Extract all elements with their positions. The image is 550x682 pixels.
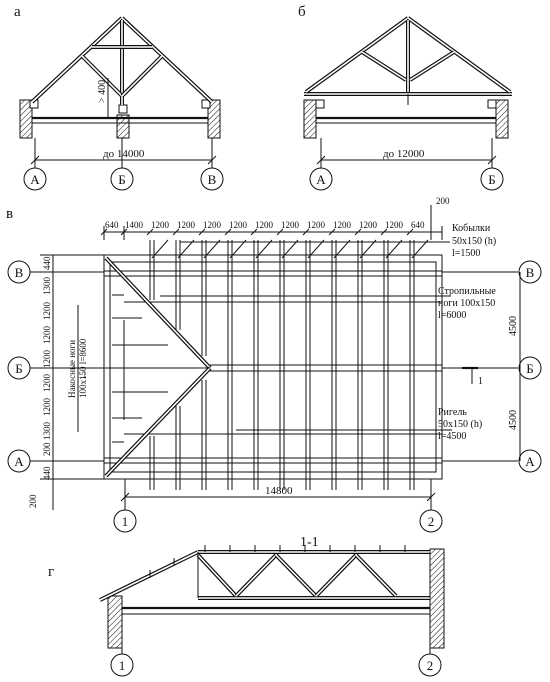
dim-400-label: > 400 xyxy=(97,80,108,103)
top-dim-8: 1200 xyxy=(307,220,326,230)
dim-right-upper: 4500 xyxy=(508,316,519,336)
top-dim-tick-0 xyxy=(100,228,108,236)
left-dim-2: 1200 xyxy=(42,302,52,321)
left-dim-0: 440 xyxy=(42,256,52,270)
axis-a-A: А xyxy=(30,172,40,187)
row-axis-left-V: В xyxy=(15,265,24,280)
left-dim-6: 1200 xyxy=(42,398,52,417)
top-dim-tick-8 xyxy=(302,228,310,236)
col-axis-1: 1 xyxy=(122,514,129,529)
top-dim-tick-3 xyxy=(172,228,180,236)
svg-text:l=6000: l=6000 xyxy=(438,310,466,321)
svg-text:50х150 (h): 50х150 (h) xyxy=(452,236,496,247)
axis-b-A: А xyxy=(316,172,326,187)
row-axis-right-B: Б xyxy=(526,361,533,376)
row-axis-right-A: А xyxy=(525,454,535,469)
row-axis-right-V: В xyxy=(526,265,535,280)
top-dim-tick-10 xyxy=(354,228,362,236)
top-dim-2: 1200 xyxy=(151,220,170,230)
left-dim-4: 1200 xyxy=(42,350,52,369)
top-dim-4: 1200 xyxy=(203,220,222,230)
dim-14800: 14800 xyxy=(265,485,293,497)
note-rafters: Стропильные ноги 100х150 l=6000 xyxy=(160,286,496,321)
left-dim-5: 1200 xyxy=(42,374,52,393)
row-axis-left-B: Б xyxy=(15,361,22,376)
top-dimension-labels: 640 1400 1200 1200 1200 1200 1200 1200 1200 1200 1… xyxy=(100,220,425,236)
axis-b-B: Б xyxy=(488,172,495,187)
top-dim-3: 1200 xyxy=(177,220,196,230)
svg-text:Ригель: Ригель xyxy=(438,407,467,418)
svg-text:↓: ↓ xyxy=(82,370,87,381)
top-dim-11: 1200 xyxy=(385,220,404,230)
axis-a-V: В xyxy=(208,172,217,187)
left-dim-7: 1300 xyxy=(42,422,52,441)
top-dim-tick-4 xyxy=(198,228,206,236)
left-dim-3: 1200 xyxy=(42,326,52,345)
top-dim-9: 1200 xyxy=(333,220,352,230)
hip-rafters xyxy=(104,256,212,478)
plan-horizontal-members xyxy=(104,270,442,464)
panel-v-label: в xyxy=(6,206,13,222)
kobylki-tails xyxy=(151,239,429,259)
top-dim-0: 640 xyxy=(105,220,119,230)
panel-g-section: 1-1 г xyxy=(48,535,445,677)
panel-g-label: г xyxy=(48,564,54,580)
top-dim-tick-5 xyxy=(224,228,232,236)
section-axis-1: 1 xyxy=(119,658,126,673)
panel-b-label: б xyxy=(298,4,306,20)
section-mark-right: 1 xyxy=(478,376,483,387)
span-label-a: до 14000 xyxy=(103,148,145,160)
panel-a-label: а xyxy=(14,4,21,20)
top-dim-tick-2 xyxy=(146,228,154,236)
top-dim-tick-1 xyxy=(120,228,128,236)
axis-a-B: Б xyxy=(118,172,125,187)
top-dim-10: 1200 xyxy=(359,220,378,230)
note-rigel: Ригель 50х150 (h) l=4500 xyxy=(236,407,482,442)
truss-web xyxy=(196,552,431,598)
left-dim-9: 440 xyxy=(42,466,52,480)
left-dim-8: 200 xyxy=(42,442,52,456)
note-kobylki: Кобылки 50х150 (h) l=1500 xyxy=(180,223,496,259)
svg-text:l=1500: l=1500 xyxy=(452,248,480,259)
left-dim-1: 1300 xyxy=(42,277,52,296)
top-dim-7: 1200 xyxy=(281,220,300,230)
dim-200-top: 200 xyxy=(436,196,450,206)
wall-middle xyxy=(116,114,130,139)
panel-a: а > 400 xyxy=(14,4,224,191)
svg-text:Стропильные: Стропильные xyxy=(438,286,496,297)
svg-text:50х150 (h): 50х150 (h) xyxy=(438,419,482,430)
dim-right-lower: 4500 xyxy=(508,410,519,430)
panel-b: б до 12000 А Б xyxy=(298,4,512,191)
top-dim-tick-7 xyxy=(276,228,284,236)
top-dim-6: 1200 xyxy=(255,220,274,230)
section-rafter-stubs xyxy=(149,545,406,578)
top-dim-1: 1400 xyxy=(125,220,144,230)
top-dim-tick-9 xyxy=(328,228,336,236)
top-dim-tick-11 xyxy=(380,228,388,236)
panel-v-plan: в xyxy=(6,196,542,533)
row-axis-left-A: А xyxy=(14,454,24,469)
top-dim-5: 1200 xyxy=(229,220,248,230)
span-label-b: до 12000 xyxy=(383,148,425,160)
svg-text:Кобылки: Кобылки xyxy=(452,223,491,234)
section-title: 1-1 xyxy=(300,535,319,550)
col-axis-2: 2 xyxy=(428,514,435,529)
section-axis-2: 2 xyxy=(427,658,434,673)
svg-text:l=4500: l=4500 xyxy=(438,431,466,442)
top-dim-12: 640 xyxy=(411,220,425,230)
hip-rafter-label: Накосные ноги xyxy=(67,340,77,398)
top-dim-tick-6 xyxy=(250,228,258,236)
svg-text:ноги 100х150: ноги 100х150 xyxy=(438,298,495,309)
roof-outline xyxy=(103,254,443,480)
dim-200-bottom: 200 xyxy=(28,494,38,508)
top-dim-tick-12 xyxy=(406,228,414,236)
